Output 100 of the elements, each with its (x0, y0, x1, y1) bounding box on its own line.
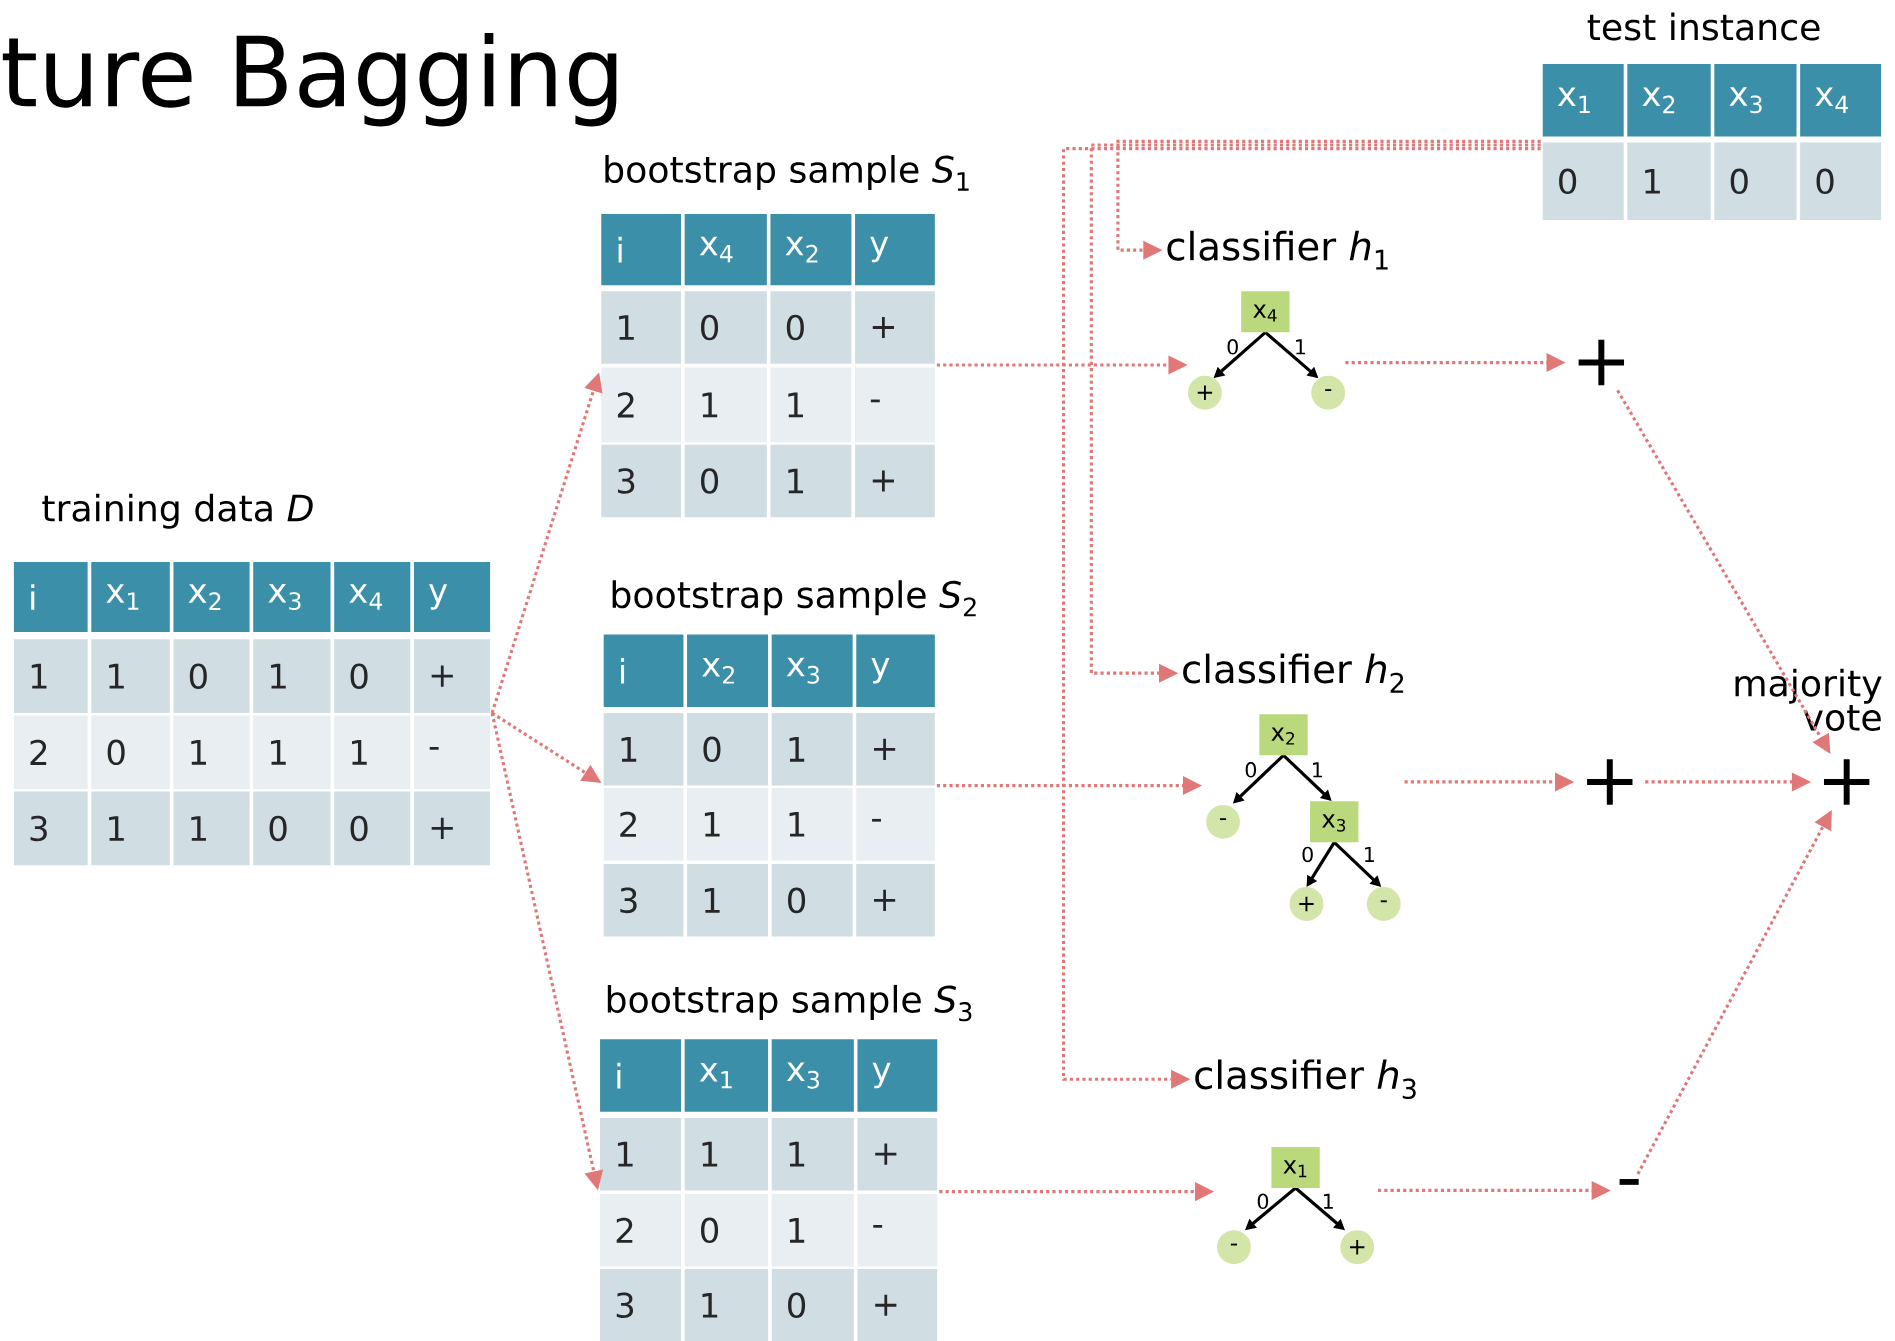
table-cell: 1 (687, 787, 769, 861)
node-label: 0 (1245, 761, 1257, 778)
table-cell: 1 (600, 1117, 682, 1191)
table-cell: 1 (687, 863, 769, 937)
table-cell: + (856, 863, 935, 937)
table-heading: bootstrap sample S$_{1}$ (605, 154, 969, 191)
node-label: 0 (1302, 846, 1313, 862)
node-label: - (1220, 817, 1227, 820)
header-cell: x$_{4}$ (334, 561, 411, 632)
prediction-label: - (1619, 1178, 1639, 1185)
node-label: 1 (1365, 846, 1374, 862)
prediction-label: + (1578, 339, 1625, 386)
table-heading: test instance (1587, 12, 1820, 41)
table-cell: 3 (601, 444, 682, 517)
title: ture Bagging (2, 32, 617, 127)
table-cell: + (857, 1117, 938, 1191)
classifier-label: classifier h$_{2}$ (1183, 653, 1404, 693)
table-cell: 0 (771, 863, 853, 937)
table-cell: 1 (173, 715, 250, 789)
node-label: + (1197, 385, 1213, 400)
header-cell: x$_{1}$ (91, 561, 170, 632)
table-cell: 0 (684, 1193, 769, 1267)
header-cell: x$_{2}$ (687, 634, 769, 707)
table-cell: 0 (1542, 142, 1624, 220)
table-cell: 0 (253, 791, 331, 866)
table-cell: + (856, 712, 935, 786)
header-cell: x$_{1}$ (684, 1039, 769, 1112)
table-cell: + (855, 444, 935, 517)
node-label: - (1230, 1243, 1237, 1246)
table-cell: 3 (600, 1268, 682, 1341)
table-cell: 1 (771, 712, 853, 786)
table-cell: 1 (684, 1117, 769, 1191)
header-cell: y (413, 561, 491, 632)
table-cell: 1 (173, 791, 250, 866)
table-cell: 2 (600, 1193, 682, 1267)
header-cell: x$_{3}$ (1714, 63, 1797, 137)
decision-tree-drawing: x$_{4}$ 0 1 + - (1188, 291, 1346, 410)
node-label: + (1350, 1239, 1365, 1255)
node-label: 1 (1296, 339, 1306, 355)
table-cell: - (856, 787, 935, 861)
table-cell: - (413, 715, 491, 789)
table-cell: 1 (684, 367, 767, 443)
table-cell: 1 (771, 1117, 854, 1191)
table-cell: 2 (601, 367, 682, 443)
header-cell: i (601, 213, 682, 285)
table-cell: 1 (603, 712, 684, 786)
table-cell: 0 (770, 291, 852, 364)
table-cell: 0 (1714, 142, 1797, 220)
header-cell: y (857, 1039, 938, 1112)
prediction-label: + (1587, 758, 1633, 805)
table-cell: 0 (687, 712, 769, 786)
table-cell: 1 (13, 639, 88, 713)
table-cell: 0 (334, 639, 411, 713)
table-cell: + (413, 791, 491, 866)
header-cell: x$_{2}$ (770, 213, 852, 285)
table-cell: + (413, 639, 491, 713)
table-heading: bootstrap sample S$_{3}$ (607, 984, 972, 1022)
table-cell: 1 (91, 791, 170, 866)
table-cell: 1 (1627, 142, 1711, 220)
table-cell: 0 (771, 1268, 854, 1341)
header-cell: x$_{3}$ (771, 634, 853, 707)
table-cell: 0 (173, 639, 250, 713)
table-cell: 1 (601, 291, 682, 364)
table-cell: 0 (684, 444, 767, 517)
classifier-label: classifier h$_{3}$ (1195, 1059, 1416, 1099)
table-cell: 2 (603, 787, 684, 861)
header-cell: x$_{3}$ (253, 561, 331, 632)
node-label: + (1299, 896, 1314, 911)
table-cell: - (855, 367, 935, 443)
table-cell: 2 (13, 715, 88, 789)
table-cell: 0 (334, 791, 411, 866)
table-cell: 0 (684, 291, 767, 364)
table-cell: 1 (770, 367, 852, 443)
table-cell: 1 (771, 787, 853, 861)
node-label: 1 (1323, 1193, 1333, 1209)
decision-tree-drawing: x$_{2}$ 0 1 - x$_{3}$ 0 1 + - (1206, 714, 1401, 921)
table-cell: - (857, 1193, 938, 1267)
table-heading: training data D (42, 493, 313, 529)
table-cell: 3 (13, 791, 88, 866)
table-cell: 1 (91, 639, 170, 713)
table-cell: + (857, 1268, 938, 1341)
table-cell: 1 (334, 715, 411, 789)
header-cell: i (13, 561, 88, 632)
prediction-label: + (1823, 758, 1870, 805)
header-cell: y (856, 634, 935, 707)
caption-text: majority vote (1735, 668, 1882, 731)
table-cell: 1 (253, 715, 331, 789)
header-cell: y (855, 213, 935, 285)
node-label: 0 (1257, 1193, 1269, 1209)
decision-tree-drawing: x$_{1}$ 0 1 - + (1217, 1146, 1375, 1264)
header-cell: i (603, 634, 684, 707)
node-label: - (1325, 388, 1332, 391)
header-cell: x$_{2}$ (173, 561, 250, 632)
table-cell: 1 (253, 639, 331, 713)
table-heading: bootstrap sample S$_{2}$ (612, 580, 976, 616)
table-cell: 1 (770, 444, 852, 517)
node-label: - (1380, 900, 1387, 902)
table-cell: 1 (684, 1268, 769, 1341)
node-label: x$_{3}$ (1322, 814, 1346, 832)
header-cell: x$_{3}$ (771, 1039, 854, 1112)
